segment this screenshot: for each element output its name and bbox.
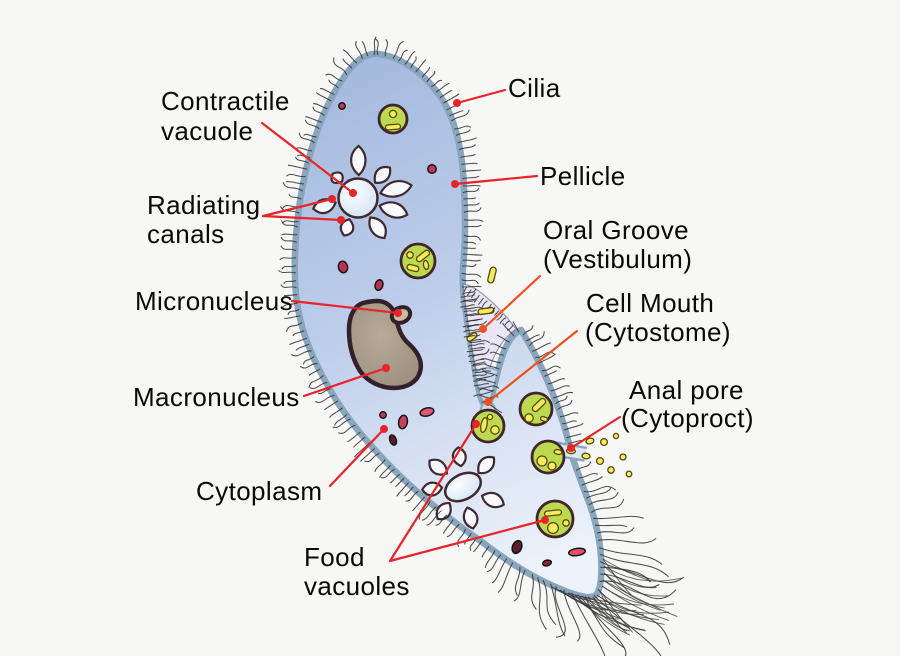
- leader-contractile-vacuole: [260, 121, 355, 195]
- macronucleus-shape: [346, 298, 424, 391]
- dot-contractile-vacuole: [349, 189, 357, 197]
- label-cell-mouth-2: (Cytostome): [585, 317, 731, 347]
- leader-micronucleus: [290, 299, 400, 315]
- leader-pellicle: [453, 174, 539, 186]
- label-micronucleus: Micronucleus: [135, 286, 293, 316]
- label-cell-mouth: Cell Mouth: [586, 288, 714, 318]
- leader-lines: [260, 88, 622, 563]
- leader-anal-pore: [569, 415, 622, 450]
- label-contractile-vacuole: Contractile: [161, 86, 290, 116]
- label-macronucleus: Macronucleus: [133, 382, 300, 412]
- dot-cilia: [453, 99, 461, 107]
- dot-cytoplasm: [380, 425, 388, 433]
- dot-cell-mouth: [484, 398, 492, 406]
- contractile-vacuoles-layer: [311, 144, 505, 530]
- leader-food-vacuole-2: [388, 518, 547, 563]
- label-radiating-canals: Radiating: [147, 190, 260, 220]
- dot-pellicle: [451, 180, 459, 188]
- label-contractile-vacuole-2: vacuole: [161, 116, 253, 146]
- dot-food-vacuole-2: [541, 516, 549, 524]
- food-vacuoles-layer: [377, 103, 575, 539]
- dot-radiating-canal-2: [337, 216, 345, 224]
- label-anal-pore: Anal pore: [629, 375, 744, 405]
- dot-micronucleus: [394, 309, 402, 317]
- dot-anal-pore: [567, 444, 575, 452]
- label-cilia: Cilia: [508, 73, 561, 103]
- leader-macronucleus: [302, 366, 388, 398]
- cilia-layer: [278, 36, 685, 656]
- labels: Contractile vacuole Radiating canals Mic…: [133, 73, 754, 601]
- label-cytoplasm: Cytoplasm: [196, 476, 322, 506]
- label-food-vacuoles: Food: [304, 542, 365, 572]
- leader-cell-mouth: [486, 329, 579, 404]
- label-food-vacuoles-2: vacuoles: [304, 571, 410, 601]
- label-oral-groove-2: (Vestibulum): [543, 244, 692, 274]
- dot-oral-groove: [479, 325, 487, 333]
- label-pellicle: Pellicle: [540, 161, 626, 191]
- leader-radiating-canal-1: [261, 197, 334, 218]
- leader-cilia: [455, 88, 507, 105]
- leader-food-vacuole-1: [388, 422, 478, 563]
- dot-food-vacuole-1: [472, 420, 480, 428]
- leader-radiating-canal-2: [261, 214, 343, 222]
- particles-layer: [337, 102, 633, 567]
- leader-cytoplasm: [328, 427, 386, 488]
- dot-macronucleus: [382, 364, 390, 372]
- label-radiating-canals-2: canals: [147, 219, 225, 249]
- label-oral-groove: Oral Groove: [543, 215, 689, 245]
- label-anal-pore-2: (Cytoproct): [621, 403, 754, 433]
- leader-oral-groove: [481, 274, 542, 331]
- dot-radiating-canal-1: [328, 195, 336, 203]
